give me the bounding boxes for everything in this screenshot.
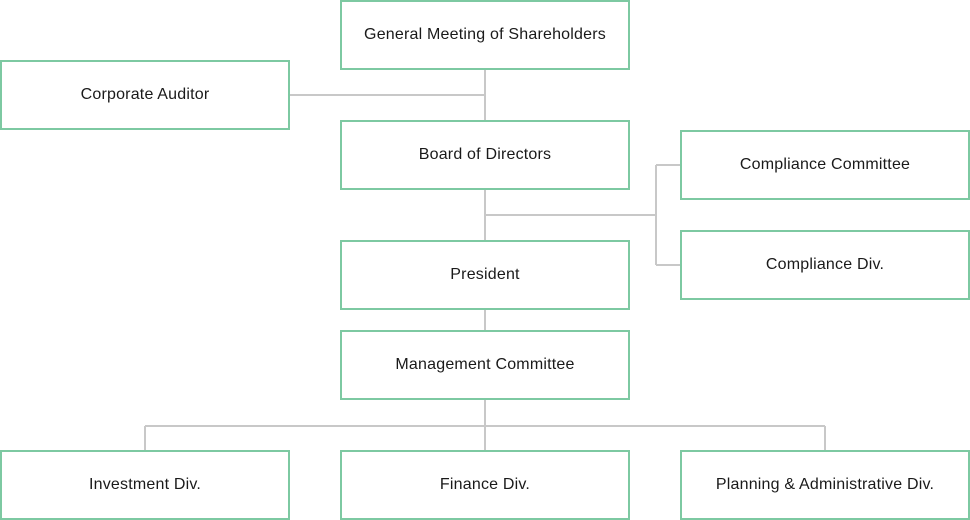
node-label: Compliance Committee: [739, 156, 911, 173]
node-planning-administrative-div: Planning & Administrative Div.: [680, 450, 970, 520]
node-label: Corporate Auditor: [80, 86, 210, 103]
node-finance-div: Finance Div.: [340, 450, 630, 520]
node-compliance-committee: Compliance Committee: [680, 130, 970, 200]
node-compliance-div: Compliance Div.: [680, 230, 970, 300]
node-label: Finance Div.: [439, 476, 531, 493]
node-label: General Meeting of Shareholders: [364, 26, 606, 43]
node-president: President: [340, 240, 630, 310]
node-management-committee: Management Committee: [340, 330, 630, 400]
node-general-meeting-of-shareholders: General Meeting of Shareholders: [340, 0, 630, 70]
node-label: Management Committee: [395, 356, 575, 373]
node-investment-div: Investment Div.: [0, 450, 290, 520]
node-corporate-auditor: Corporate Auditor: [0, 60, 290, 130]
node-label: Planning & Administrative Div.: [715, 476, 935, 493]
node-label: Investment Div.: [88, 476, 202, 493]
node-label: Board of Directors: [418, 146, 552, 163]
node-board-of-directors: Board of Directors: [340, 120, 630, 190]
node-label: President: [450, 266, 520, 283]
node-label: Compliance Div.: [765, 256, 885, 273]
